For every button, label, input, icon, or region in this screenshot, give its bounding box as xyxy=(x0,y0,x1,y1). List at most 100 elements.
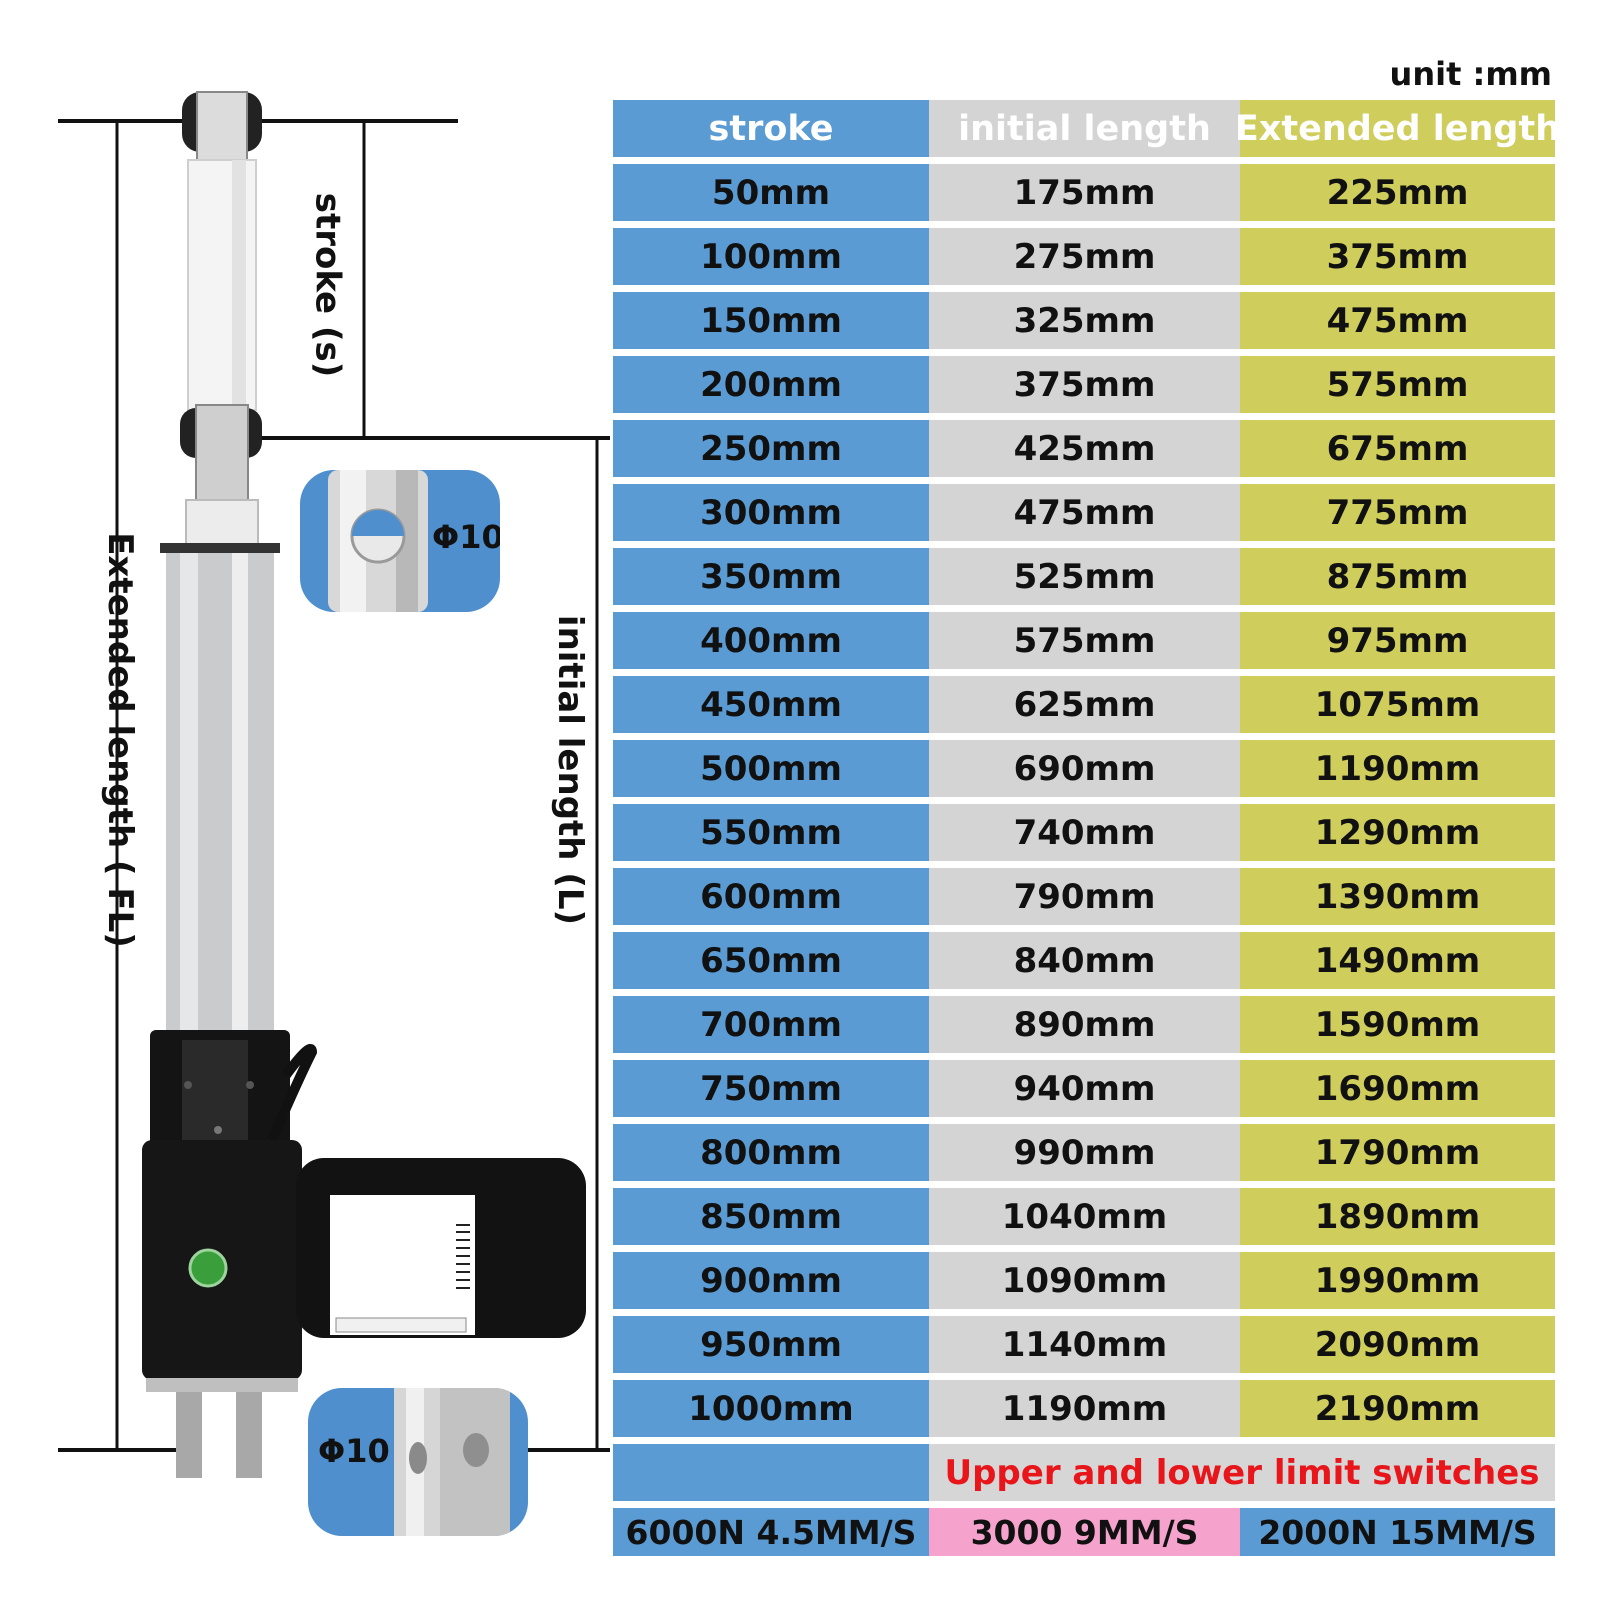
initial-length-cell: 990mm xyxy=(929,1124,1240,1181)
stroke-cell: 450mm xyxy=(613,676,929,733)
extended-length-cell: 675mm xyxy=(1240,420,1555,477)
stroke-cell: 400mm xyxy=(613,612,929,669)
spec-6000n: 6000N 4.5MM/S xyxy=(613,1508,929,1556)
initial-length-cell: 690mm xyxy=(929,740,1240,797)
extended-length-cell: 1075mm xyxy=(1240,676,1555,733)
initial-length-cell: 375mm xyxy=(929,356,1240,413)
initial-length-cell: 475mm xyxy=(929,484,1240,541)
extended-length-cell: 1990mm xyxy=(1240,1252,1555,1309)
initial-length-cell: 625mm xyxy=(929,676,1240,733)
extended-length-cell: 1390mm xyxy=(1240,868,1555,925)
extended-length-cell: 2190mm xyxy=(1240,1380,1555,1437)
size-table: stroke initial length Extended length 50… xyxy=(613,100,1560,1556)
top-mount-photo xyxy=(328,470,428,612)
unit-label: unit :mm xyxy=(1389,55,1552,93)
stroke-cell: 850mm xyxy=(613,1188,929,1245)
extended-length-cell: 575mm xyxy=(1240,356,1555,413)
extended-length-cell: 1490mm xyxy=(1240,932,1555,989)
initial-length-cell: 940mm xyxy=(929,1060,1240,1117)
table-header-row: stroke initial length Extended length xyxy=(613,100,1560,157)
extended-length-cell: 375mm xyxy=(1240,228,1555,285)
extended-length-cell: 1690mm xyxy=(1240,1060,1555,1117)
initial-length-cell: 790mm xyxy=(929,868,1240,925)
initial-length-cell: 175mm xyxy=(929,164,1240,221)
bottom-mount-photo xyxy=(394,1388,510,1536)
stroke-dimension-label: stroke (s) xyxy=(307,192,348,378)
extended-length-cell: 1890mm xyxy=(1240,1188,1555,1245)
initial-length-cell: 1040mm xyxy=(929,1188,1240,1245)
force-speed-row: 6000N 4.5MM/S 3000 9MM/S 2000N 15MM/S xyxy=(613,1508,1555,1556)
extended-length-cell: 875mm xyxy=(1240,548,1555,605)
stroke-cell: 100mm xyxy=(613,228,929,285)
initial-length-cell: 1190mm xyxy=(929,1380,1240,1437)
stroke-cell: 550mm xyxy=(613,804,929,861)
initial-length-cell: 840mm xyxy=(929,932,1240,989)
limit-switch-note: Upper and lower limit switches xyxy=(929,1444,1555,1501)
extended-length-cell: 1790mm xyxy=(1240,1124,1555,1181)
stroke-cell: 900mm xyxy=(613,1252,929,1309)
stroke-cell: 50mm xyxy=(613,164,929,221)
limit-switch-note-row: Upper and lower limit switches xyxy=(613,1444,1555,1501)
stroke-cell: 750mm xyxy=(613,1060,929,1117)
stroke-cell: 950mm xyxy=(613,1316,929,1373)
bottom-mount-hole-inset: Φ10 xyxy=(308,1388,528,1536)
extended-length-cell: 225mm xyxy=(1240,164,1555,221)
extended-length-cell: 1590mm xyxy=(1240,996,1555,1053)
bottom-hole-diameter-label: Φ10 xyxy=(318,1432,390,1470)
extended-length-cell: 1290mm xyxy=(1240,804,1555,861)
initial-length-dimension-label: initial length (L) xyxy=(550,614,591,926)
spec-2000n: 2000N 15MM/S xyxy=(1240,1508,1555,1556)
stroke-cell: 150mm xyxy=(613,292,929,349)
stroke-cell: 300mm xyxy=(613,484,929,541)
initial-length-cell: 425mm xyxy=(929,420,1240,477)
initial-length-cell: 325mm xyxy=(929,292,1240,349)
header-stroke: stroke xyxy=(613,100,929,157)
stroke-cell: 650mm xyxy=(613,932,929,989)
initial-length-cell: 575mm xyxy=(929,612,1240,669)
extended-length-cell: 975mm xyxy=(1240,612,1555,669)
stroke-cell: 500mm xyxy=(613,740,929,797)
extended-length-dimension-label: Extended length ( FL) xyxy=(99,532,140,948)
stroke-cell: 700mm xyxy=(613,996,929,1053)
stroke-cell: 1000mm xyxy=(613,1380,929,1437)
initial-length-cell: 275mm xyxy=(929,228,1240,285)
extended-length-cell: 1190mm xyxy=(1240,740,1555,797)
stroke-cell: 350mm xyxy=(613,548,929,605)
initial-length-cell: 1090mm xyxy=(929,1252,1240,1309)
actuator-diagram: stroke (s) Extended length ( FL) initial… xyxy=(0,0,610,1600)
extended-length-cell: 475mm xyxy=(1240,292,1555,349)
header-extended-length: Extended length xyxy=(1235,100,1560,157)
actuator-illustration xyxy=(58,91,610,1478)
extended-length-cell: 2090mm xyxy=(1240,1316,1555,1373)
extended-length-cell: 775mm xyxy=(1240,484,1555,541)
stroke-cell: 200mm xyxy=(613,356,929,413)
stroke-cell: 600mm xyxy=(613,868,929,925)
initial-length-cell: 740mm xyxy=(929,804,1240,861)
note-empty-cell xyxy=(613,1444,929,1501)
top-mount-hole-inset: Φ10 xyxy=(300,470,500,612)
initial-length-cell: 1140mm xyxy=(929,1316,1240,1373)
header-initial-length: initial length xyxy=(929,100,1240,157)
spec-3000n: 3000 9MM/S xyxy=(929,1508,1240,1556)
stroke-cell: 250mm xyxy=(613,420,929,477)
